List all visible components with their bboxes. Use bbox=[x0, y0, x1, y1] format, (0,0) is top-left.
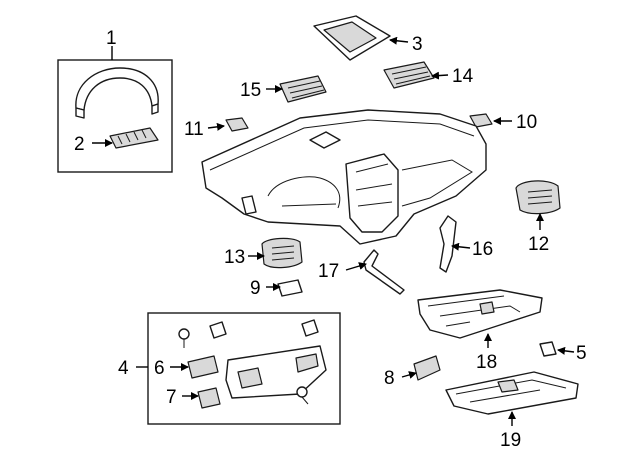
group-box-1 bbox=[57, 59, 173, 173]
callout-10: 10 bbox=[516, 112, 537, 133]
instrument-panel-part[interactable] bbox=[201, 109, 487, 245]
callout-8: 8 bbox=[384, 368, 395, 389]
clip-5-part[interactable] bbox=[539, 341, 557, 357]
top-panel-part[interactable] bbox=[313, 15, 391, 61]
callout-4: 4 bbox=[118, 358, 129, 379]
glove-box-part[interactable] bbox=[417, 289, 543, 339]
callout-11: 11 bbox=[184, 119, 204, 140]
callout-9: 9 bbox=[250, 278, 261, 299]
callout-19: 19 bbox=[500, 430, 521, 451]
callout-6: 6 bbox=[154, 358, 165, 379]
callout-12: 12 bbox=[528, 234, 549, 255]
clip-9-part[interactable] bbox=[277, 279, 303, 297]
pad-7-part[interactable] bbox=[197, 387, 221, 409]
clip-top-center-part[interactable] bbox=[209, 321, 227, 339]
center-vent-left-part[interactable] bbox=[279, 75, 327, 103]
lamp-8-part[interactable] bbox=[413, 355, 441, 381]
callout-13: 13 bbox=[224, 247, 245, 268]
callout-14: 14 bbox=[452, 66, 474, 87]
side-brace-part[interactable] bbox=[439, 215, 457, 273]
cluster-trim-part[interactable] bbox=[109, 127, 159, 149]
callout-labels: 1 2 3 4 5 6 7 8 9 10 11 12 13 14 15 16 1… bbox=[74, 28, 587, 451]
callout-3: 3 bbox=[412, 34, 423, 55]
switch-bracket-6-part[interactable] bbox=[187, 355, 219, 379]
lower-panel-part[interactable] bbox=[445, 371, 579, 415]
callout-5: 5 bbox=[576, 343, 587, 364]
group-box-4 bbox=[147, 312, 341, 425]
callout-18: 18 bbox=[476, 352, 497, 373]
bolt-bottom-part[interactable] bbox=[296, 386, 309, 405]
callout-7: 7 bbox=[166, 387, 177, 408]
callout-2: 2 bbox=[74, 134, 85, 155]
defroster-grille-right-part[interactable] bbox=[469, 113, 493, 128]
callout-16: 16 bbox=[472, 239, 493, 260]
callout-15: 15 bbox=[240, 80, 261, 101]
cluster-hood-part[interactable] bbox=[75, 67, 159, 119]
side-vent-right-part[interactable] bbox=[515, 180, 561, 215]
screw-top-left-part[interactable] bbox=[178, 328, 190, 348]
side-vent-left-part[interactable] bbox=[261, 237, 303, 269]
leader-lines bbox=[92, 36, 575, 426]
center-vent-right-part[interactable] bbox=[383, 61, 435, 89]
callout-17: 17 bbox=[318, 261, 339, 282]
clip-top-right-part[interactable] bbox=[301, 319, 319, 337]
lower-brace-part[interactable] bbox=[363, 249, 405, 295]
defroster-grille-left-part[interactable] bbox=[225, 117, 249, 132]
callout-1: 1 bbox=[106, 28, 117, 49]
lower-finish-panel-part[interactable] bbox=[225, 345, 327, 399]
